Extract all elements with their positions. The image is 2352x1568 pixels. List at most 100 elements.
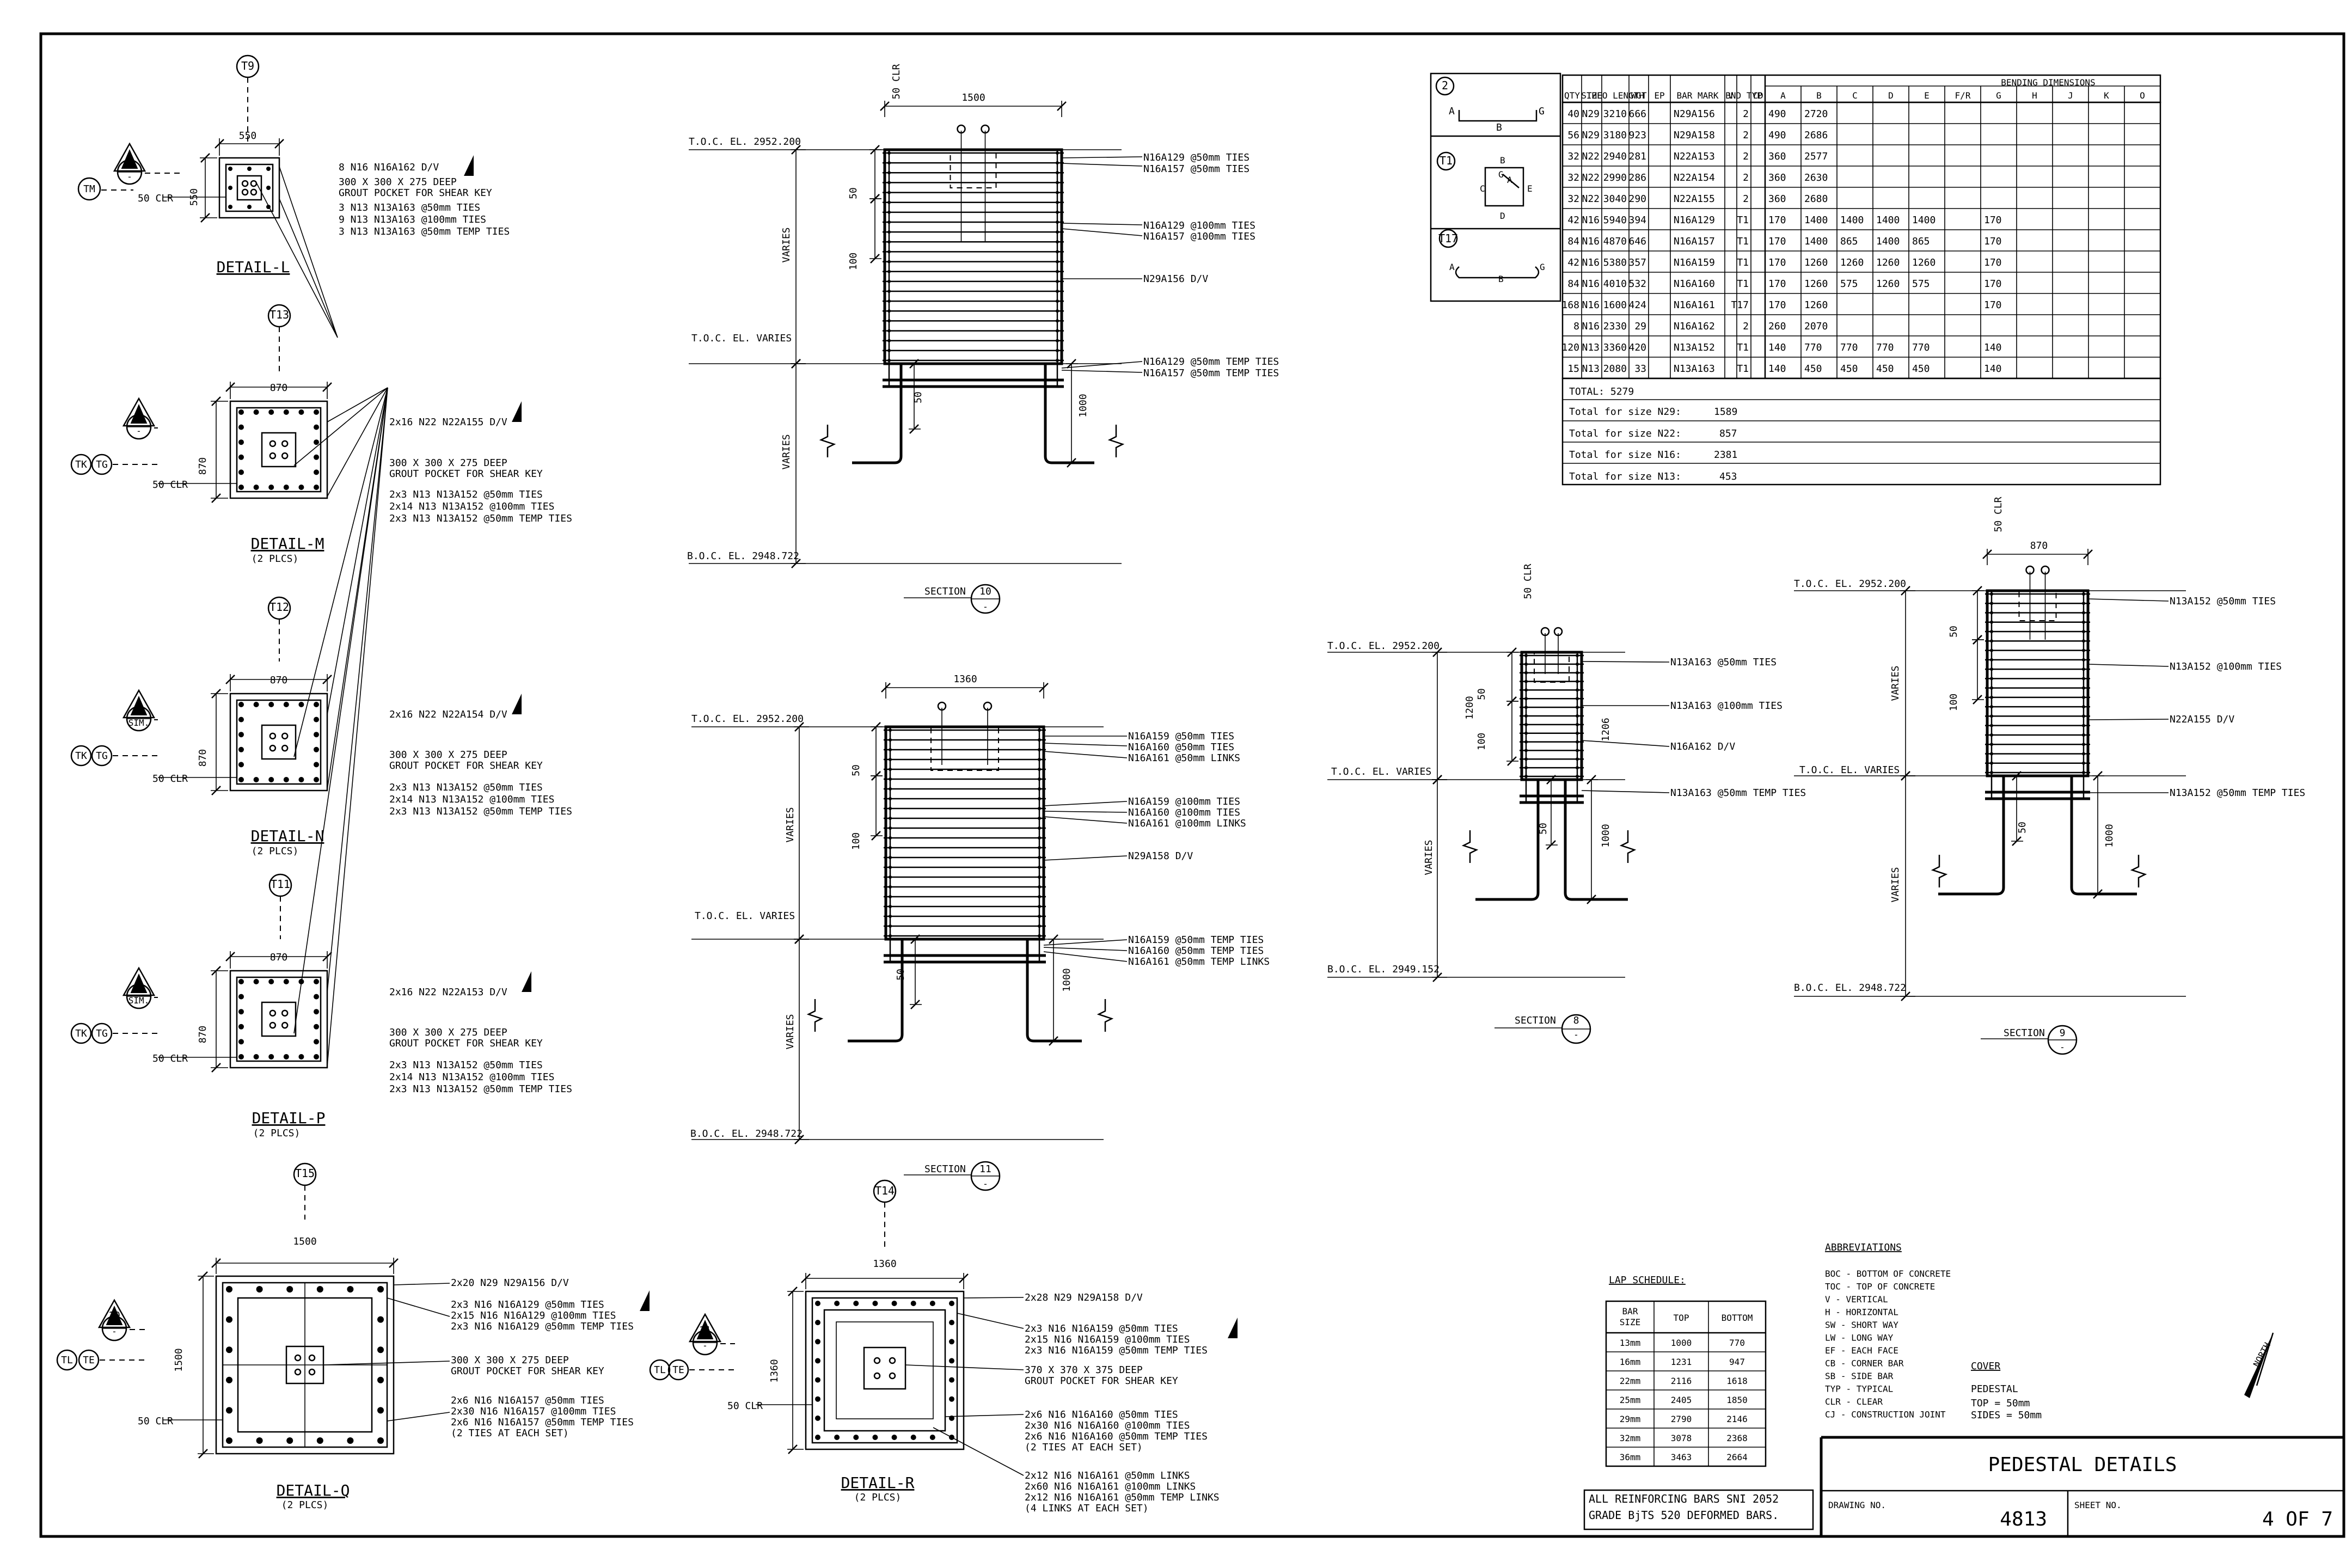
dim-tick bbox=[880, 101, 890, 111]
dim-tick bbox=[1587, 775, 1596, 785]
schedule-cell: 33 bbox=[1634, 363, 1646, 375]
level-marker-icon bbox=[464, 155, 474, 176]
section-cut-marker bbox=[122, 689, 156, 719]
rebar-dot bbox=[815, 1435, 820, 1440]
rebar-dot bbox=[253, 1054, 259, 1059]
tag-circle bbox=[667, 1359, 689, 1381]
detail-m-note-5: 2x14 N13 N13A152 @100mm TIES bbox=[389, 501, 554, 512]
note-leader bbox=[279, 166, 338, 338]
rebar-dot bbox=[949, 1320, 954, 1326]
schedule-cell: T17 bbox=[1731, 299, 1749, 311]
abbr-title: ABBREVIATIONS bbox=[1825, 1242, 1902, 1253]
schedule-cell: 1260 bbox=[1804, 257, 1828, 268]
rebar-dot bbox=[314, 454, 319, 460]
schedule-cell: 394 bbox=[1628, 215, 1646, 226]
rebar-dot bbox=[283, 702, 289, 707]
bending-dimensions-title: BENDING DIMENSIONS bbox=[2001, 77, 2095, 88]
bars-note-2: GRADE BjTS 520 DEFORMED BARS. bbox=[1589, 1509, 1779, 1522]
s8-note-3: N16A162 D/V bbox=[1670, 741, 1735, 752]
tag-circle bbox=[70, 1022, 92, 1044]
schedule-cell: 170 bbox=[1768, 215, 1786, 226]
abbr-item: SW - SHORT WAY bbox=[1825, 1320, 1898, 1330]
dim-tick bbox=[870, 145, 880, 155]
s10-toc: T.O.C. EL. 2952.200 bbox=[689, 136, 801, 148]
schedule-cell: 424 bbox=[1628, 299, 1646, 311]
rebar-dot bbox=[1524, 740, 1528, 744]
s11-toc2: T.O.C. EL. VARIES bbox=[695, 910, 795, 922]
abbr-item: LW - LONG WAY bbox=[1825, 1333, 1894, 1343]
break-line bbox=[1619, 830, 1637, 863]
schedule-header-16: H bbox=[2032, 90, 2037, 101]
detail-r-ref-sub: - bbox=[702, 1340, 708, 1351]
detail-r-note-5: 370 X 370 X 375 DEEP bbox=[1025, 1364, 1143, 1376]
rebar-dot bbox=[889, 826, 892, 830]
schedule-cell: T1 bbox=[1737, 278, 1749, 290]
rebar-dot bbox=[1990, 667, 1993, 671]
detail-p-dim-w: 870 bbox=[270, 952, 288, 963]
s9-note-2: N13A152 @100mm TIES bbox=[2170, 661, 2282, 672]
detail-r: T14 11 - TL TE 50 CLR 1360 1360 2x28 N29… bbox=[654, 1184, 1219, 1514]
s9-d50a: 50 bbox=[1948, 626, 1959, 638]
dim-tick bbox=[871, 722, 881, 732]
s11-note-8: N16A159 @50mm TEMP TIES bbox=[1128, 934, 1264, 946]
rebar-dot bbox=[314, 439, 319, 445]
rebar-dot bbox=[929, 1301, 935, 1306]
dim-tick bbox=[211, 1258, 221, 1268]
rebar-dot bbox=[283, 777, 289, 782]
section-11: T.O.C. EL. 2952.200 T.O.C. EL. VARIES B.… bbox=[690, 673, 1270, 1189]
detail-l-note-3: GROUT POCKET FOR SHEAR KEY bbox=[339, 187, 492, 199]
cover-title: COVER bbox=[1971, 1361, 2000, 1372]
schedule-cell: N16 bbox=[1582, 236, 1600, 247]
grout-pocket bbox=[930, 726, 999, 771]
section-cut-arrow bbox=[696, 1320, 714, 1339]
detail-q: T15 10 - TL TE 50 CLR 1500 1500 2x20 N29… bbox=[61, 1167, 634, 1511]
rebar-dot bbox=[266, 167, 271, 171]
rebar-dot bbox=[887, 230, 891, 234]
rebar-dot bbox=[298, 777, 304, 782]
note-leader bbox=[1061, 156, 1143, 158]
rebar-dot bbox=[889, 748, 892, 751]
s8-note-2: N13A163 @100mm TIES bbox=[1670, 700, 1783, 712]
detail-m-tag-1: TK bbox=[75, 459, 87, 470]
s8-d50b: 50 bbox=[1538, 823, 1549, 835]
s11-width: 1360 bbox=[953, 673, 977, 685]
schedule-cell: 1260 bbox=[1840, 257, 1864, 268]
rebar-dot bbox=[815, 1301, 820, 1306]
note-leader bbox=[393, 1283, 450, 1285]
column-outline bbox=[229, 693, 328, 792]
rebar-dot bbox=[929, 1435, 935, 1440]
note-leader bbox=[1061, 370, 1143, 373]
detail-q-note-5: 300 X 300 X 275 DEEP bbox=[451, 1355, 569, 1366]
rebar-dot bbox=[2082, 695, 2085, 699]
detail-l-note-5: 9 N13 N13A163 @100mm TIES bbox=[339, 214, 486, 225]
rebar-dot bbox=[238, 746, 244, 752]
rebar-dot bbox=[949, 1339, 954, 1345]
rebar-dot bbox=[1576, 766, 1579, 770]
schedule-cell: 2680 bbox=[1804, 193, 1828, 205]
tie-outline bbox=[236, 976, 322, 1062]
s9-label: SECTION bbox=[2004, 1027, 2045, 1039]
rebar-dot bbox=[268, 702, 274, 707]
rebar-dot bbox=[1056, 299, 1059, 303]
dim-tick bbox=[1901, 991, 1910, 1001]
schedule-header-2: THEO LENGTH bbox=[1587, 90, 1644, 101]
rebar-dot bbox=[889, 856, 892, 859]
total-n29-value: 1589 bbox=[1714, 406, 1737, 418]
s8-boc: B.O.C. EL. 2949.152 bbox=[1327, 964, 1440, 975]
total-n22-label: Total for size N22: bbox=[1569, 428, 1681, 439]
s8-label: SECTION bbox=[1515, 1015, 1556, 1026]
tie-outline bbox=[225, 163, 274, 212]
break-line bbox=[1931, 855, 1948, 887]
section-cut-marker bbox=[97, 1298, 131, 1328]
s8-d100: 100 bbox=[1476, 733, 1487, 751]
detail-l-title: DETAIL-L bbox=[217, 258, 290, 276]
detail-r-dim-h: 1360 bbox=[769, 1359, 780, 1382]
anchor-bolt bbox=[281, 744, 289, 752]
dim-tick bbox=[225, 952, 235, 961]
shape-label-circle bbox=[1436, 151, 1456, 171]
note-leader bbox=[1061, 361, 1143, 369]
rebar-dot bbox=[834, 1301, 840, 1306]
detail-l-note-2: 300 X 300 X 275 DEEP bbox=[339, 176, 457, 188]
shape-t17-g: G bbox=[1540, 262, 1545, 272]
detail-l-bubble: T9 bbox=[241, 59, 254, 72]
